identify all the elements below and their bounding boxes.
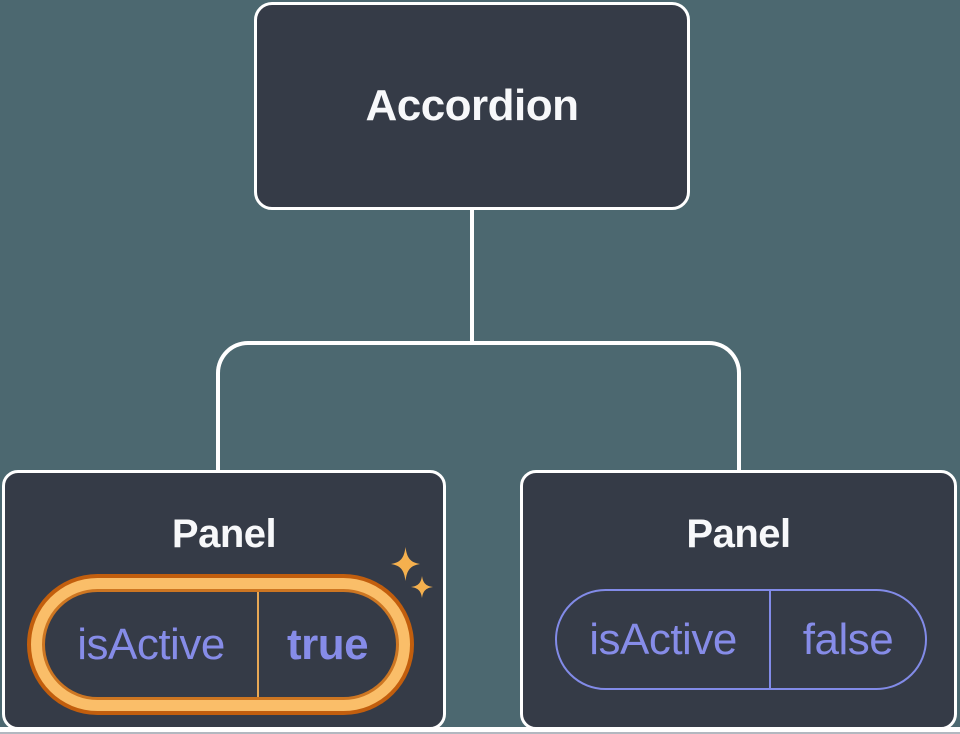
prop-name: isActive (589, 614, 737, 664)
panel-node-active: Panel isActive true (2, 470, 446, 730)
sparkle-icon (411, 576, 433, 598)
sparkle-icon (391, 547, 420, 581)
connector-bracket (216, 341, 741, 470)
page-bottom-strip (0, 727, 960, 734)
is-active-true-pill: isActive true (42, 589, 399, 700)
accordion-node: Accordion (254, 2, 690, 210)
panel-label: Panel (686, 512, 791, 556)
accordion-label: Accordion (365, 81, 579, 130)
prop-name: isActive (77, 619, 225, 669)
prop-value: true (286, 619, 369, 669)
panel-node-inactive: Panel isActive false (520, 470, 957, 730)
prop-value: false (802, 614, 894, 664)
pill-divider (257, 592, 259, 697)
pill-divider (769, 591, 771, 688)
panel-label: Panel (171, 512, 277, 556)
connector-stem (470, 209, 474, 343)
is-active-false-pill: isActive false (555, 589, 927, 690)
